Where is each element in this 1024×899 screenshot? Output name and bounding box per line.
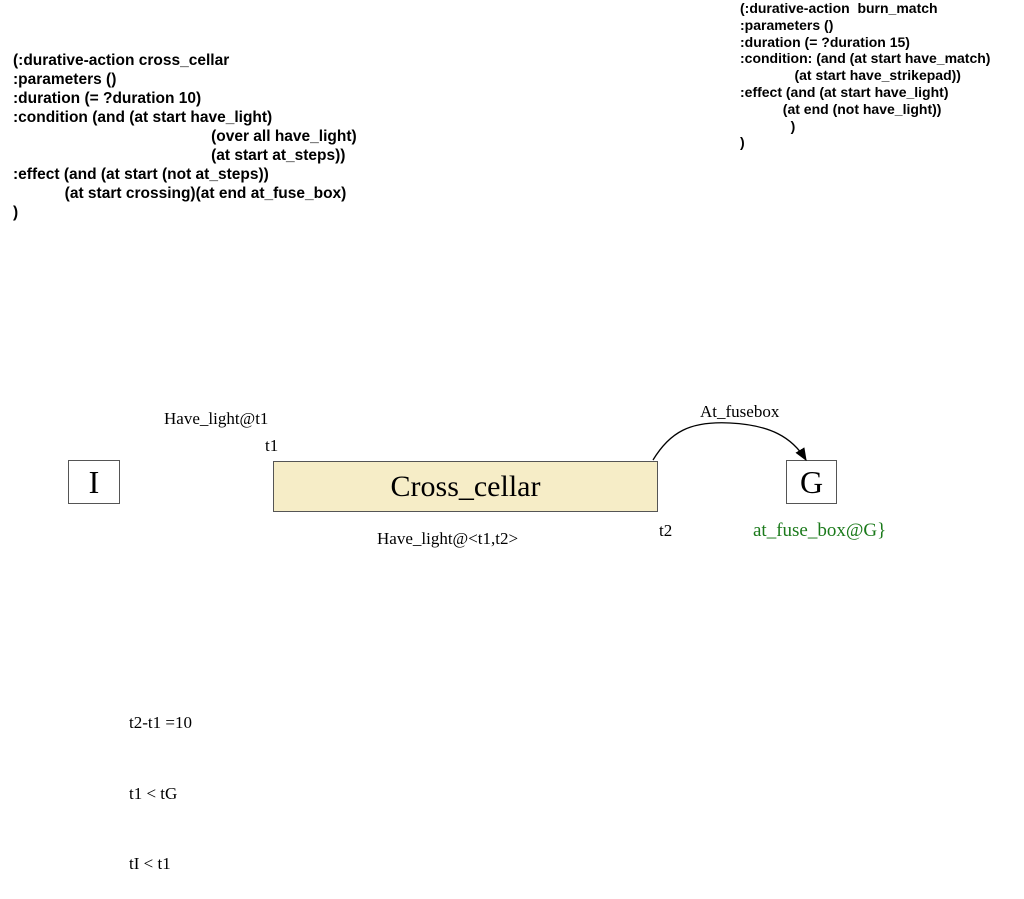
effect-edge-label: At_fusebox — [700, 402, 780, 421]
goal-state-label: G — [799, 463, 824, 500]
goal-state-box: G — [786, 460, 837, 504]
effect-arrow — [652, 422, 807, 462]
init-state-label: I — [88, 463, 100, 500]
cross-cellar-action-code: (:durative-action cross_cellar :paramete… — [13, 52, 357, 221]
goal-condition-label: at_fuse_box@G} — [753, 520, 887, 541]
end-time-label: t2 — [659, 521, 673, 540]
action-label: Cross_cellar — [390, 469, 541, 503]
init-state-box: I — [68, 460, 120, 504]
constraint-line: tI < t1 — [129, 854, 171, 873]
start-time-label: t1 — [265, 436, 279, 455]
temporal-constraints: t2-t1 =10 t1 < tG tI < t1 — [129, 664, 192, 899]
constraint-line: t2-t1 =10 — [129, 713, 192, 732]
constraint-line: t1 < tG — [129, 783, 178, 803]
cross-cellar-action-box: Cross_cellar — [273, 461, 658, 512]
start-condition-label: Have_light@t1 — [164, 409, 269, 428]
burn-match-action-code: (:durative-action burn_match :parameters… — [740, 0, 991, 151]
over-all-condition-label: Have_light@<t1,t2> — [377, 529, 519, 548]
